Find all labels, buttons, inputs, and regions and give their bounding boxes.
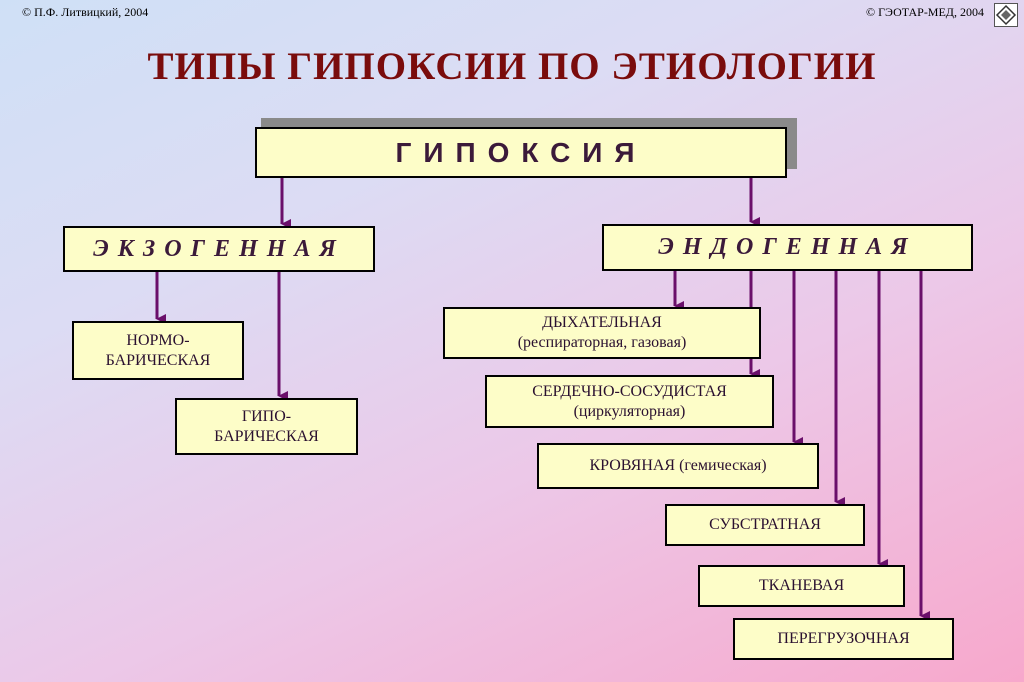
- endogenous-label: ЭНДОГЕННАЯ: [658, 234, 917, 260]
- normobaric-box: НОРМО- БАРИЧЕСКАЯ: [72, 321, 244, 380]
- copyright-left: © П.Ф. Литвицкий, 2004: [22, 5, 149, 19]
- endogenous-box: ЭНДОГЕННАЯ: [602, 224, 973, 271]
- tissue-box: ТКАНЕВАЯ: [698, 565, 905, 607]
- exogenous-label: ЭКЗОГЕННАЯ: [93, 235, 345, 262]
- normobaric-label: НОРМО- БАРИЧЕСКАЯ: [105, 331, 211, 369]
- overload-label: ПЕРЕГРУЗОЧНАЯ: [777, 630, 910, 647]
- substrate-label: СУБСТРАТНАЯ: [709, 516, 821, 533]
- cardiovascular-box: СЕРДЕЧНО-СОСУДИСТАЯ (циркуляторная): [485, 375, 774, 428]
- hypobaric-label: ГИПО- БАРИЧЕСКАЯ: [214, 407, 319, 445]
- publisher-logo-icon: [994, 3, 1018, 27]
- root-label: ГИПОКСИЯ: [395, 136, 647, 168]
- hemic-label: КРОВЯНАЯ (гемическая): [589, 457, 767, 474]
- respiratory-label: ДЫХАТЕЛЬНАЯ (респираторная, газовая): [517, 314, 687, 351]
- respiratory-box: ДЫХАТЕЛЬНАЯ (респираторная, газовая): [443, 307, 761, 359]
- tissue-label: ТКАНЕВАЯ: [758, 577, 845, 594]
- cardiovascular-label: СЕРДЕЧНО-СОСУДИСТАЯ (циркуляторная): [532, 382, 727, 420]
- hemic-box: КРОВЯНАЯ (гемическая): [537, 443, 819, 489]
- exogenous-box: ЭКЗОГЕННАЯ: [63, 226, 375, 272]
- page-title: ТИПЫ ГИПОКСИИ ПО ЭТИОЛОГИИ: [147, 45, 877, 88]
- hypobaric-box: ГИПО- БАРИЧЕСКАЯ: [175, 398, 358, 455]
- substrate-box: СУБСТРАТНАЯ: [665, 504, 865, 546]
- root-box: ГИПОКСИЯ: [255, 127, 787, 178]
- copyright-right: © ГЭОТАР-МЕД, 2004: [865, 5, 984, 19]
- overload-box: ПЕРЕГРУЗОЧНАЯ: [733, 618, 954, 660]
